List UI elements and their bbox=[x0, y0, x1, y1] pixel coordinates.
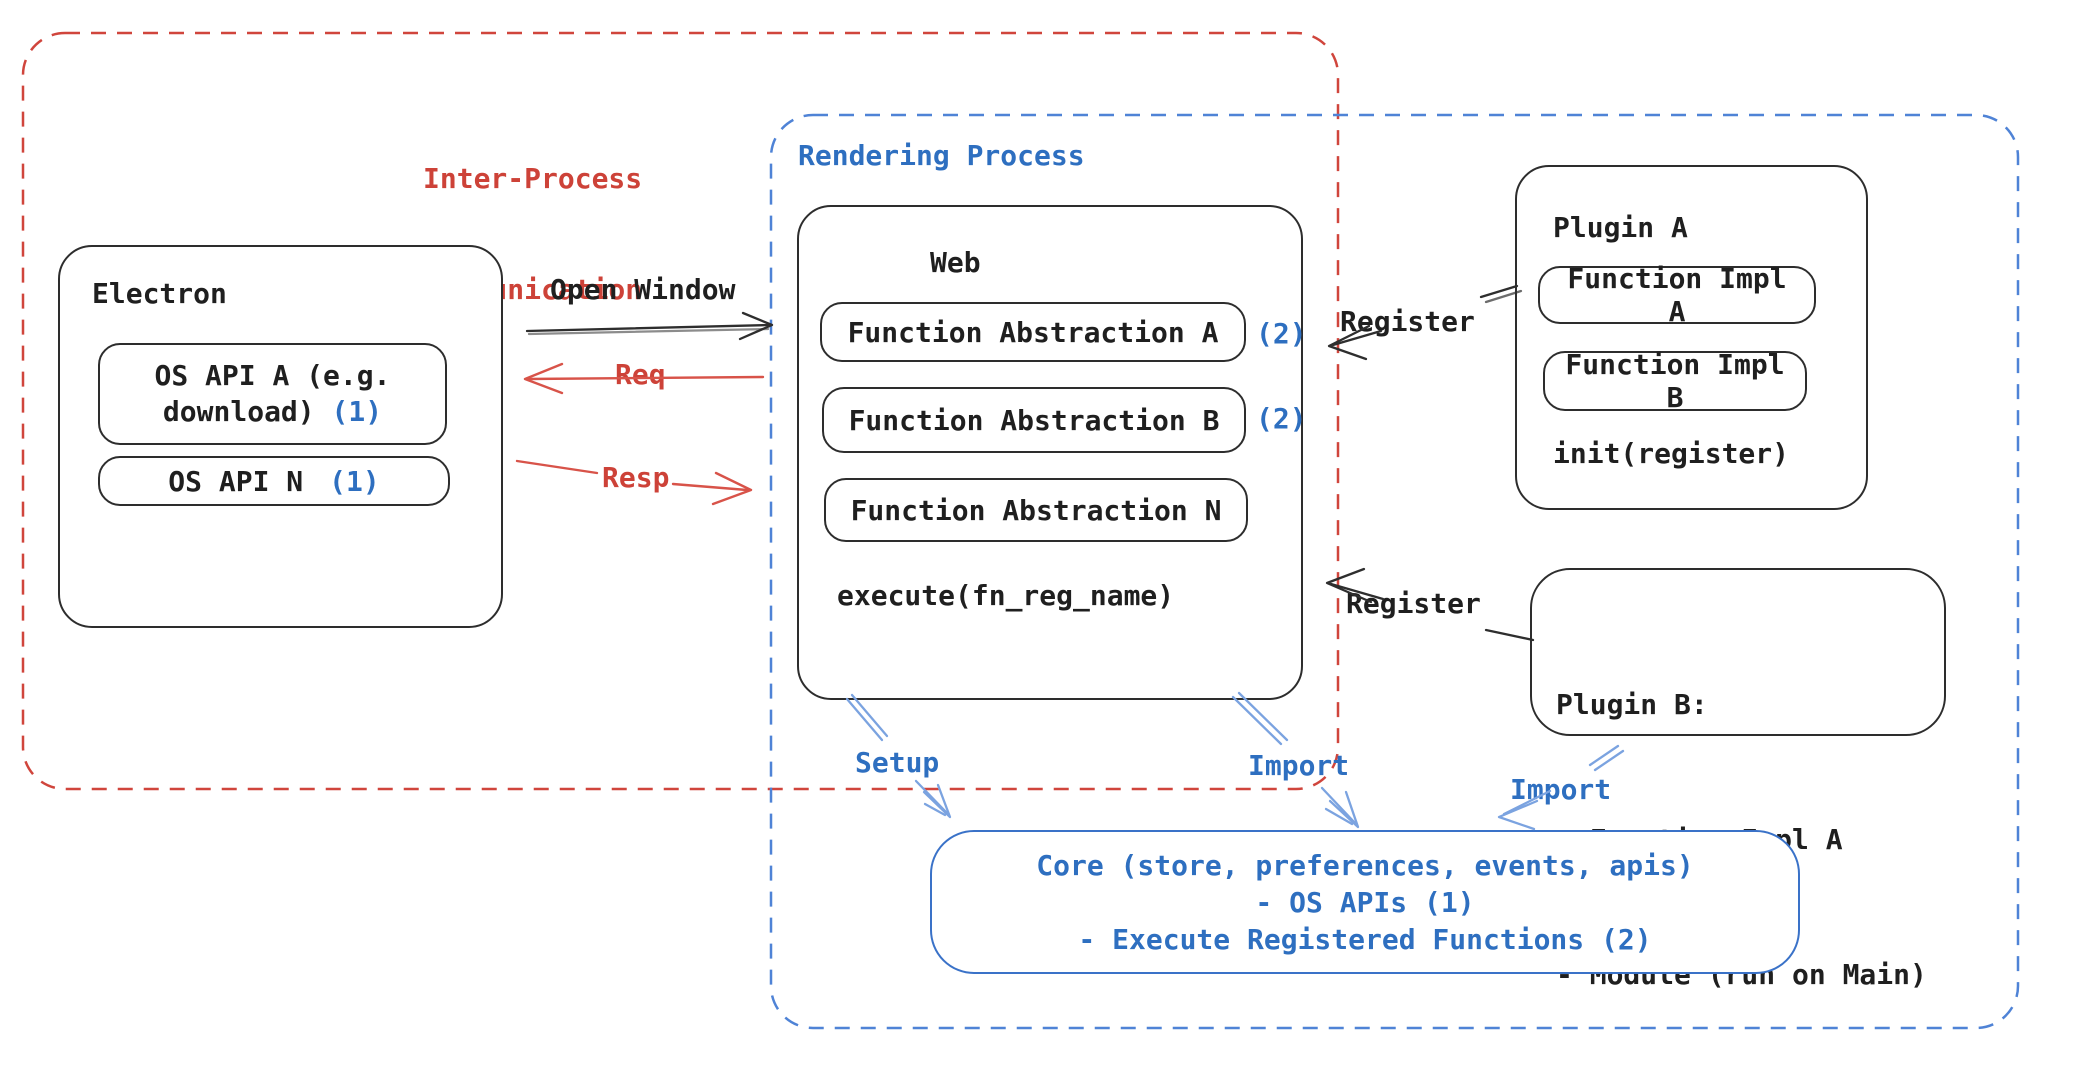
import-plugin-label: Import bbox=[1510, 773, 1612, 806]
plugin-a-title: Plugin A bbox=[1553, 211, 1688, 244]
function-impl-b-label: Function Impl B bbox=[1565, 348, 1785, 414]
plugin-b-content: Plugin B: - Function Impl A - Module (ru… bbox=[1556, 592, 1927, 1066]
plugin-b-box bbox=[1530, 568, 1946, 736]
function-abstraction-a-label: Function Abstraction A bbox=[847, 315, 1219, 349]
function-abstraction-b-box: Function Abstraction B bbox=[822, 387, 1246, 453]
setup-label: Setup bbox=[855, 746, 940, 779]
register-top-label: Register bbox=[1340, 305, 1475, 338]
os-api-a-label: OS API A (e.g. download) (1) bbox=[114, 358, 431, 430]
os-api-n-box: OS API N (1) bbox=[98, 456, 450, 506]
function-impl-a-label: Function Impl A bbox=[1567, 262, 1787, 328]
execute-label: execute(fn_reg_name) bbox=[837, 579, 1175, 612]
function-abstraction-b-badge: (2) bbox=[1256, 402, 1307, 435]
plugin-a-box bbox=[1515, 165, 1868, 510]
function-abstraction-b-label: Function Abstraction B bbox=[848, 403, 1220, 437]
function-abstraction-a-box: Function Abstraction A bbox=[820, 302, 1246, 362]
os-api-n-badge: (1) bbox=[329, 464, 380, 498]
open-window-label: Open Window bbox=[550, 273, 736, 306]
os-api-n-label: OS API N bbox=[168, 464, 304, 498]
plugin-b-title: Plugin B: bbox=[1556, 688, 1708, 721]
function-abstraction-n-label: Function Abstraction N bbox=[850, 493, 1222, 527]
resp-label: Resp bbox=[602, 461, 670, 494]
function-abstraction-a-badge: (2) bbox=[1256, 317, 1307, 350]
rendering-process-title: Rendering Process bbox=[798, 139, 1085, 172]
core-line-1: Core (store, preferences, events, apis) bbox=[1036, 848, 1694, 882]
import-web-label: Import bbox=[1248, 749, 1350, 782]
core-box: Core (store, preferences, events, apis) … bbox=[930, 830, 1800, 974]
electron-title: Electron bbox=[92, 277, 227, 310]
function-abstraction-n-box: Function Abstraction N bbox=[824, 478, 1248, 542]
function-impl-b-box: Function Impl B bbox=[1543, 348, 1807, 414]
function-impl-a-box: Function Impl A bbox=[1538, 262, 1816, 328]
register-bottom-label: Register bbox=[1346, 587, 1481, 620]
os-api-a-badge: (1) bbox=[331, 395, 383, 428]
req-label: Req bbox=[615, 358, 666, 391]
os-api-a-box: OS API A (e.g. download) (1) bbox=[98, 343, 447, 445]
init-register-label: init(register) bbox=[1553, 437, 1790, 470]
web-title: Web bbox=[930, 246, 981, 279]
ipc-title-line1: Inter-Process bbox=[423, 162, 643, 195]
os-api-a-text: OS API A (e.g. download) bbox=[154, 359, 391, 428]
core-line-2: - OS APIs (1) bbox=[1255, 885, 1475, 919]
core-line-3: - Execute Registered Functions (2) bbox=[1078, 922, 1652, 956]
